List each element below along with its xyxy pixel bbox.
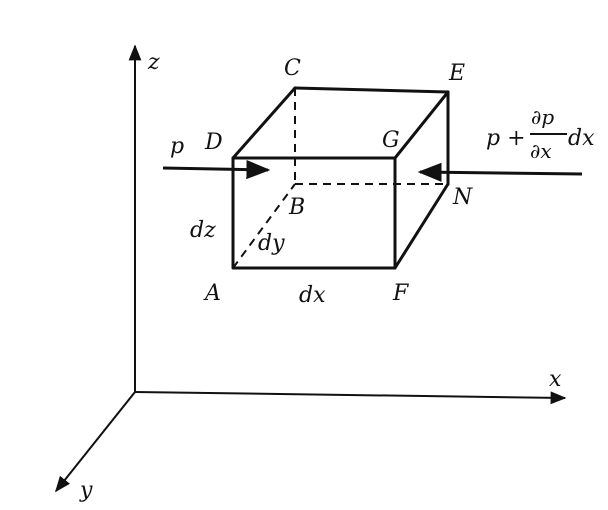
right-force-partial-p: ∂p <box>531 105 554 129</box>
edge-ce <box>293 86 450 94</box>
vertex-n-label: N <box>452 185 473 210</box>
dimension-dy-label: dy <box>258 231 285 256</box>
right-force-prefix: p + <box>486 126 526 151</box>
hidden-edge-ab <box>232 183 296 269</box>
left-force-label: p <box>170 134 184 159</box>
vertex-e-label: E <box>448 61 465 86</box>
vertex-g-label: G <box>382 128 400 153</box>
y-axis-label: y <box>79 478 93 503</box>
edge-fn <box>393 182 450 270</box>
left-force-arrow <box>162 159 271 180</box>
right-force-dx: dx <box>568 126 595 151</box>
vertex-a-label: A <box>203 281 221 306</box>
x-axis <box>134 391 567 405</box>
vertex-b-label: B <box>288 195 305 220</box>
x-axis-label: x <box>549 367 562 392</box>
edge-dc <box>231 86 297 160</box>
vertex-f-label: F <box>392 281 409 306</box>
right-force-partial-x: ∂x <box>530 139 552 163</box>
front-face <box>231 156 397 270</box>
edge-ge <box>393 90 450 160</box>
vertex-d-label: D <box>204 130 223 155</box>
right-force-arrow <box>417 162 583 182</box>
dimension-dx-label: dx <box>299 283 326 308</box>
vertex-c-label: C <box>284 56 301 81</box>
dimension-dz-label: dz <box>190 218 216 243</box>
z-axis-label: z <box>147 50 160 75</box>
y-axis <box>55 391 136 493</box>
